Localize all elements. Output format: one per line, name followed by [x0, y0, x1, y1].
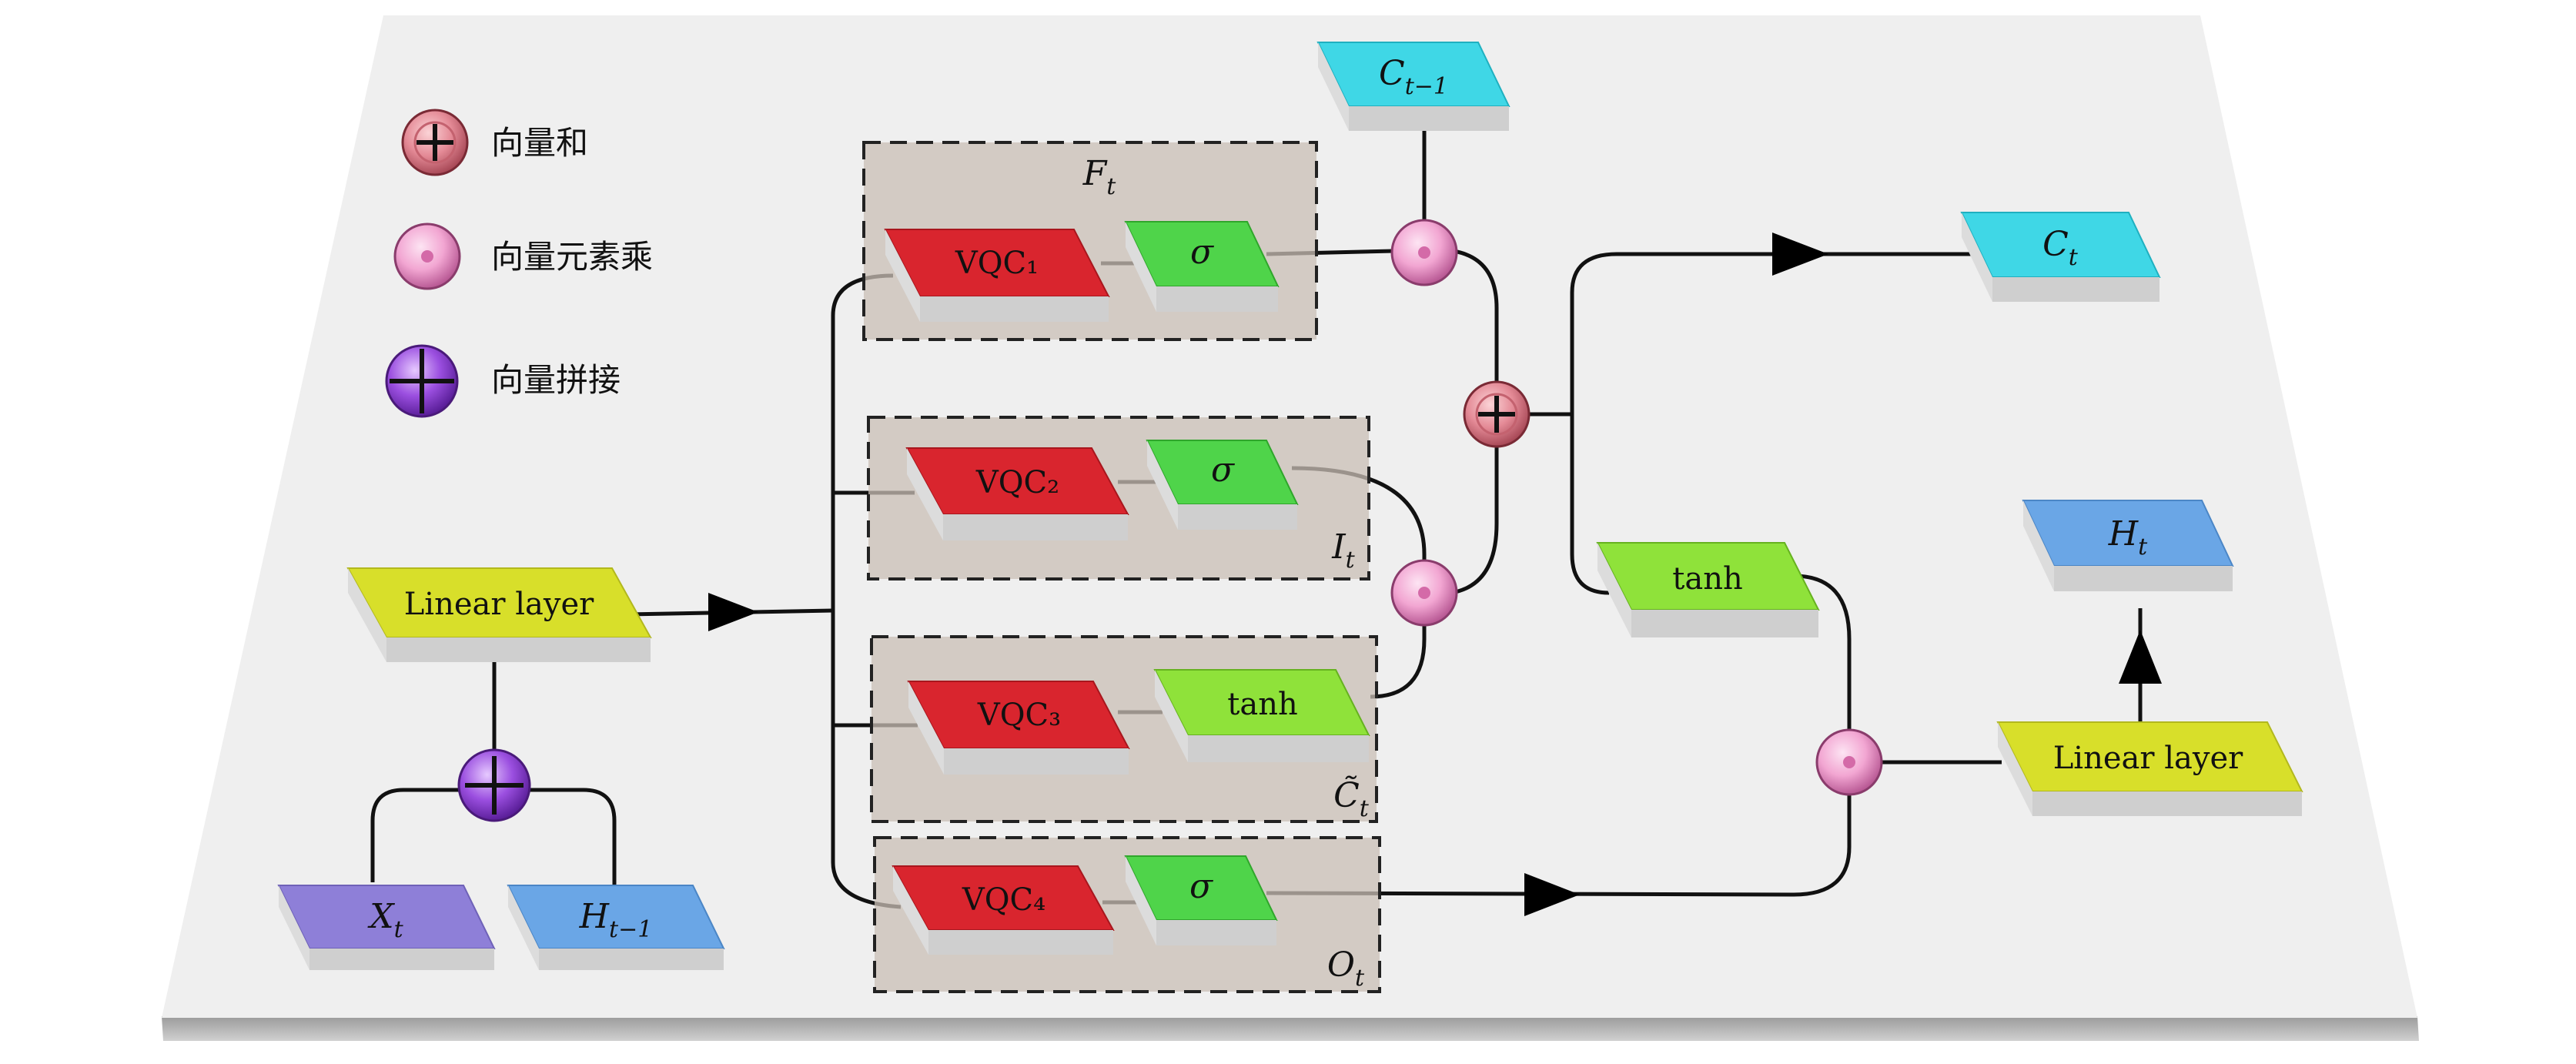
legend-concat-label: 向量拼接	[491, 361, 621, 399]
multiply-node-forget-icon	[1390, 219, 1458, 286]
block-vqc3-label: VQC₃	[977, 698, 1061, 733]
arrow-into-bus	[708, 593, 758, 631]
block-tanh-out-label: tanh	[1672, 561, 1742, 597]
block-c-prev-label: Ct−1	[1379, 54, 1448, 100]
block-linear-out-label: Linear layer	[2053, 741, 2243, 776]
block-h-prev: Ht−1	[507, 885, 725, 970]
block-sigma1-label: σ	[1190, 233, 1215, 272]
arrow-output-gate	[1524, 873, 1580, 916]
block-c-t: Ct	[1960, 212, 2161, 302]
block-linear-out: Linear layer	[1996, 721, 2303, 816]
block-vqc2: VQC₂	[905, 447, 1129, 540]
legend-multiply-label: 向量元素乘	[491, 238, 653, 276]
block-sigma4-label: σ	[1189, 867, 1214, 906]
block-x-t-label: Xt	[367, 897, 403, 943]
legend-concat-icon	[385, 344, 459, 418]
block-vqc2-label: VQC₂	[975, 465, 1059, 500]
legend-sum-icon	[401, 109, 469, 176]
arrow-to-ct	[1772, 233, 1828, 276]
block-linear-in: Linear layer	[346, 567, 652, 662]
arrowheads	[708, 233, 2162, 916]
block-tanh3: tanh	[1153, 669, 1370, 762]
block-tanh-out: tanh	[1596, 542, 1820, 637]
gate-labels: Ft It C̃t Ot	[1082, 154, 1370, 992]
gate-label-forget: Ft	[1082, 154, 1117, 200]
legend-multiply-icon	[393, 223, 461, 290]
block-sigma4: σ	[1124, 855, 1278, 945]
floor-shadow	[162, 1016, 2419, 1041]
multiply-node-output-icon	[1815, 728, 1883, 796]
block-h-prev-label: Ht−1	[579, 897, 653, 943]
gate-label-output: Ot	[1327, 945, 1365, 992]
block-x-t: Xt	[277, 885, 496, 970]
concat-node-icon	[457, 748, 531, 822]
gate-label-candidate: C̃t	[1333, 775, 1370, 822]
block-vqc3: VQC₃	[907, 681, 1130, 775]
multiply-node-input-icon	[1390, 559, 1458, 627]
legend: 向量和 向量元素乘 向量拼接	[385, 109, 653, 418]
block-vqc4-label: VQC₄	[962, 882, 1045, 918]
block-vqc4: VQC₄	[892, 865, 1115, 955]
blocks: Xt Ht−1 Linear layer VQC₁ σ	[277, 42, 2303, 970]
block-sigma1: σ	[1124, 221, 1280, 312]
arrow-to-ht	[2119, 630, 2162, 684]
block-vqc1: VQC₁	[884, 229, 1110, 322]
sum-node-icon	[1463, 380, 1531, 448]
block-tanh3-label: tanh	[1227, 687, 1297, 722]
block-c-t-label: Ct	[2042, 225, 2079, 271]
block-h-t: Ht	[2022, 500, 2234, 591]
legend-sum-label: 向量和	[491, 124, 588, 162]
block-h-t-label: Ht	[2108, 514, 2148, 560]
block-sigma2-label: σ	[1211, 450, 1236, 490]
operator-nodes	[457, 219, 1883, 822]
block-linear-in-label: Linear layer	[404, 587, 594, 622]
block-sigma2: σ	[1146, 440, 1299, 530]
block-vqc1-label: VQC₁	[955, 246, 1039, 281]
gate-label-input: It	[1331, 527, 1355, 574]
block-c-prev: Ct−1	[1316, 42, 1510, 131]
